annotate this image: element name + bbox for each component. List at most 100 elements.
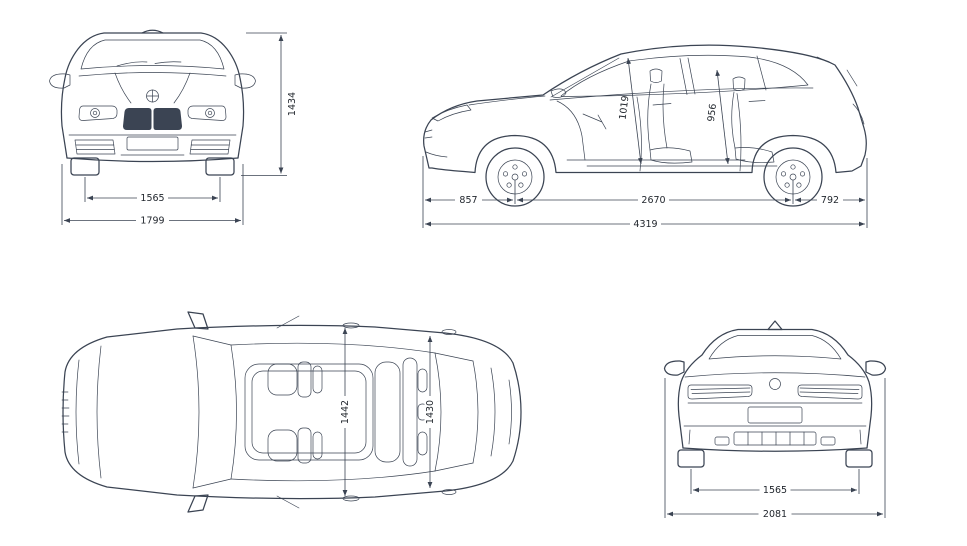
extension-lines <box>422 156 868 228</box>
svg-text:2081: 2081 <box>763 509 787 520</box>
left-taillight <box>687 384 753 400</box>
rear-window-top <box>434 352 442 472</box>
door-handle <box>342 322 360 329</box>
rear-wheels <box>677 449 873 468</box>
front-wheels <box>70 157 235 176</box>
side-glass <box>560 54 809 97</box>
right-taillight <box>797 384 863 400</box>
right-mirror <box>234 73 256 89</box>
rear-window <box>708 335 842 360</box>
steering-wheel <box>582 113 607 130</box>
hatch-lines <box>490 367 512 457</box>
hood-line <box>468 95 546 106</box>
left-exhaust <box>714 436 730 446</box>
license-plate <box>747 406 803 424</box>
reflectors <box>688 429 862 445</box>
top-seats <box>267 357 428 467</box>
rear-left-mirror <box>663 360 685 376</box>
roof-side-edges <box>230 342 436 482</box>
brand-roundel <box>769 378 781 390</box>
rear-cushion <box>734 147 775 163</box>
side-length-label: 4319 <box>630 218 661 230</box>
rear-right-mirror <box>865 360 887 376</box>
right-exhaust <box>820 436 836 446</box>
a-pillars <box>192 335 232 489</box>
c-pillar-divider <box>756 55 767 91</box>
rear-seatback <box>731 91 736 149</box>
svg-text:792: 792 <box>821 195 839 206</box>
front-body-outline-path <box>60 32 245 159</box>
beltline <box>549 87 814 101</box>
roof-front-edge <box>230 344 237 480</box>
rear-track-label: 1565 <box>759 484 791 496</box>
door-handle <box>441 329 457 335</box>
door-handles <box>652 100 766 106</box>
side-interior-dimensions <box>626 57 730 165</box>
height-extension-lines <box>241 32 287 176</box>
front-car-details <box>49 39 256 156</box>
svg-text:1019: 1019 <box>618 95 632 120</box>
top-body-outline-path <box>62 324 522 500</box>
rear-window-base <box>472 360 479 464</box>
svg-text:857: 857 <box>459 195 477 206</box>
front-kidney-grille <box>123 108 182 130</box>
side-mirror <box>550 88 567 98</box>
b-pillar <box>679 57 696 95</box>
side-wheelbase-label: 2670 <box>638 194 669 206</box>
headlight <box>431 104 472 122</box>
dashboard <box>556 100 586 161</box>
track-extension-lines <box>84 177 221 202</box>
front-car-outline <box>60 29 245 163</box>
svg-text:4319: 4319 <box>633 219 657 230</box>
side-interior-seats <box>556 68 778 167</box>
front-seatback <box>647 83 668 151</box>
rear-car-outline <box>663 320 887 452</box>
rear-lamp-lines <box>846 69 865 125</box>
svg-text:2670: 2670 <box>641 195 665 206</box>
shoulder-line <box>684 372 866 378</box>
side-front-overhang-label: 857 <box>455 194 482 206</box>
license-plate <box>126 136 179 151</box>
top-front-width-label: 1442 <box>339 396 351 428</box>
shark-fin-antenna <box>767 320 783 331</box>
rear-view: 1565 2081 <box>663 320 887 520</box>
diffuser-slats <box>747 431 805 446</box>
front-cushion <box>649 147 693 164</box>
wiper-lines <box>116 61 182 67</box>
front-view: 1434 1565 1799 <box>49 29 298 227</box>
svg-text:1442: 1442 <box>340 400 351 424</box>
width-extension-lines <box>61 164 244 225</box>
svg-text:1434: 1434 <box>287 92 298 116</box>
top-rear-width-label: 1430 <box>424 396 436 428</box>
shoulder-line <box>78 72 227 77</box>
side-body-outline-path <box>423 44 867 174</box>
front-headroom-dim-line <box>626 57 643 165</box>
svg-text:956: 956 <box>706 103 719 122</box>
side-car-details <box>424 54 865 172</box>
svg-text:1565: 1565 <box>763 485 787 496</box>
front-roof-antenna <box>141 29 164 34</box>
side-front-headroom-label: 1019 <box>618 95 632 120</box>
door-cut-lines <box>636 93 742 172</box>
front-width-label: 1799 <box>136 215 169 227</box>
c-pillars <box>434 352 474 472</box>
a-pillar-line <box>550 57 620 98</box>
front-headrest <box>649 68 663 83</box>
rear-headroom-dim-line <box>715 69 730 165</box>
rear-bumper-bottom <box>682 447 868 452</box>
hood-creases <box>114 72 191 104</box>
sunroof-outer <box>244 363 374 461</box>
right-headlight <box>187 105 227 121</box>
front-bumper-bottom <box>66 157 239 163</box>
windshield <box>80 39 225 70</box>
svg-text:1799: 1799 <box>140 216 164 227</box>
side-view: 1019 956 857 2670 792 4319 <box>422 44 868 230</box>
svg-text:1430: 1430 <box>425 400 436 424</box>
extension-lines <box>664 378 886 518</box>
diffuser <box>733 431 817 446</box>
windshield-base <box>192 335 200 489</box>
door-handle <box>342 495 360 502</box>
left-air-intake <box>74 139 116 155</box>
right-air-intake <box>189 139 231 155</box>
